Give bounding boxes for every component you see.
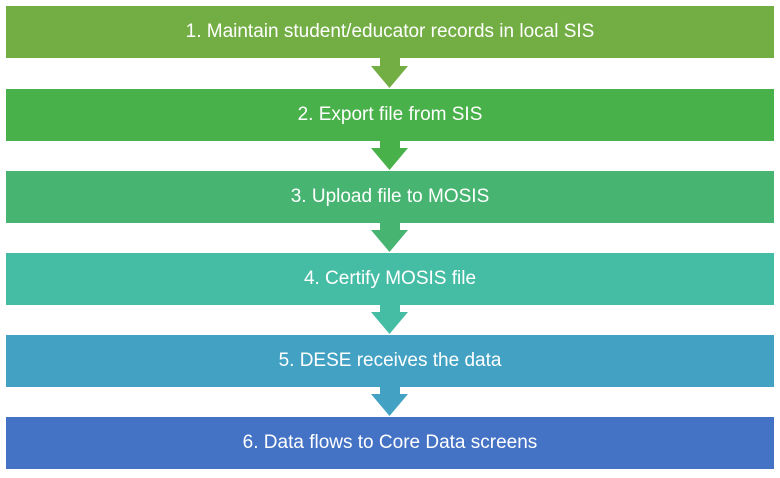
step-3: 3. Upload file to MOSIS	[6, 171, 774, 223]
arrow-2-3	[371, 140, 408, 170]
arrow-4-5	[371, 304, 408, 334]
arrow-down-icon	[371, 386, 408, 416]
step-6: 6. Data flows to Core Data screens	[6, 417, 774, 469]
arrow-down-icon	[371, 140, 408, 170]
step-4: 4. Certify MOSIS file	[6, 253, 774, 305]
arrow-1-2	[371, 58, 408, 88]
arrow-3-4	[371, 222, 408, 252]
arrow-down-icon	[371, 304, 408, 334]
arrow-5-6	[371, 386, 408, 416]
arrow-down-icon	[371, 222, 408, 252]
step-5: 5. DESE receives the data	[6, 335, 774, 387]
step-1: 1. Maintain student/educator records in …	[6, 6, 774, 58]
arrow-down-icon	[371, 58, 408, 88]
step-2: 2. Export file from SIS	[6, 89, 774, 141]
